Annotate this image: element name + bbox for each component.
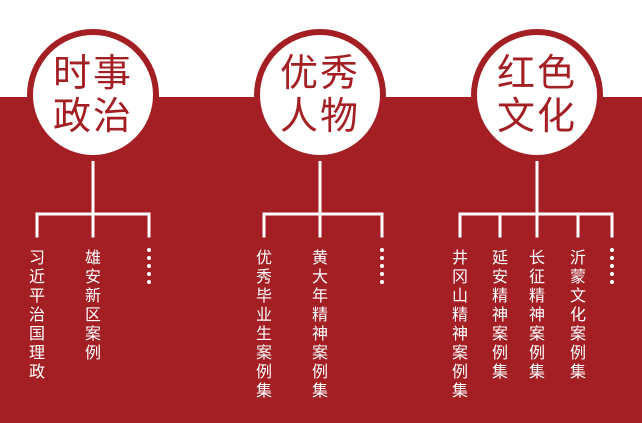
leaf-item-long-march-cases: 长征精神案例集 <box>528 248 545 381</box>
more-items-ellipsis <box>146 248 152 284</box>
more-items-ellipsis <box>379 248 385 284</box>
leaf-item-huang-danian-cases: 黄大年精神案例集 <box>311 248 328 400</box>
topic-circle-outstanding-people: 优秀 人物 <box>254 29 386 161</box>
topic-title-line: 红色 <box>496 51 577 95</box>
topic-title-line: 时事 <box>52 51 133 95</box>
topic-circle-red-culture: 红色 文化 <box>471 29 603 161</box>
more-items-ellipsis <box>609 248 615 284</box>
leaf-item-yanan-cases: 延安精神案例集 <box>491 248 508 381</box>
topic-circle-current-affairs: 时事 政治 <box>27 29 159 161</box>
topic-title-line: 优秀 <box>279 51 360 95</box>
leaf-item-xi-governance: 习近平治国理政 <box>28 248 45 381</box>
leaf-item-jinggangshan-cases: 井冈山精神案例集 <box>451 248 468 400</box>
leaf-item-graduates-cases: 优秀毕业生案例集 <box>255 248 272 400</box>
leaf-item-xiongan-case: 雄安新区案例 <box>84 248 101 362</box>
topic-title-line: 政治 <box>52 94 133 138</box>
leaf-item-yimeng-cases: 沂蒙文化案例集 <box>569 248 586 381</box>
topic-title-line: 人物 <box>279 94 360 138</box>
topic-title-line: 文化 <box>496 94 577 138</box>
